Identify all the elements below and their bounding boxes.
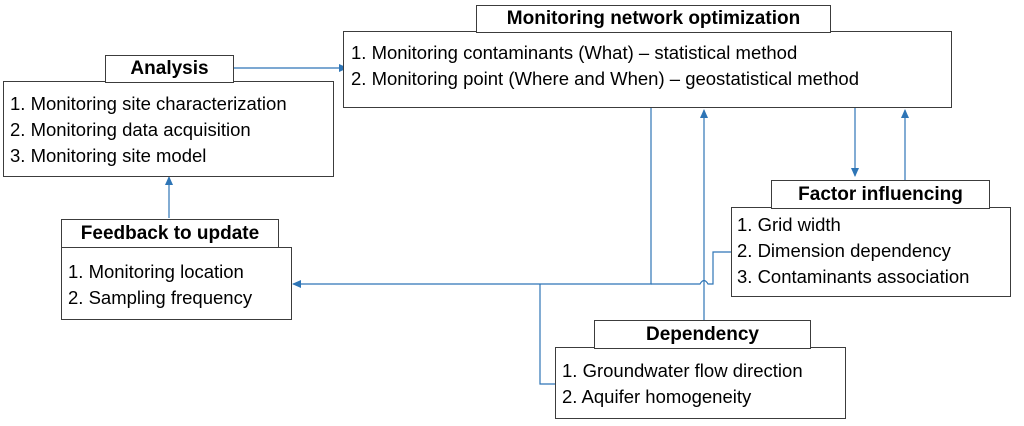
monitoring-network-title: Monitoring network optimization <box>476 5 831 33</box>
factor-box: 1. Grid width 2. Dimension dependency 3.… <box>731 207 1011 297</box>
line-dependency-branch <box>539 284 557 385</box>
feedback-box: 1. Monitoring location 2. Sampling frequ… <box>61 247 292 320</box>
analysis-item-1: 1. Monitoring site characterization <box>10 93 287 114</box>
factor-item-2: 2. Dimension dependency <box>737 240 951 261</box>
analysis-item-2: 2. Monitoring data acquisition <box>10 119 251 140</box>
line-factor-to-feedback <box>651 251 732 285</box>
monitoring-network-item-1: 1. Monitoring contaminants (What) – stat… <box>351 42 798 63</box>
dependency-item-1: 1. Groundwater flow direction <box>562 360 803 381</box>
dependency-title: Dependency <box>594 320 811 349</box>
dependency-item-2: 2. Aquifer homogeneity <box>562 386 752 407</box>
factor-title: Factor influencing <box>771 180 990 209</box>
feedback-title: Feedback to update <box>61 219 279 248</box>
analysis-box: 1. Monitoring site characterization 2. M… <box>3 81 334 177</box>
feedback-item-1: 1. Monitoring location <box>68 261 244 282</box>
dependency-box: 1. Groundwater flow direction 2. Aquifer… <box>555 347 846 419</box>
analysis-title: Analysis <box>105 55 234 83</box>
factor-item-1: 1. Grid width <box>737 214 841 235</box>
monitoring-network-box: 1. Monitoring contaminants (What) – stat… <box>343 31 952 108</box>
arrow-network-to-feedback <box>292 107 652 288</box>
feedback-item-2: 2. Sampling frequency <box>68 287 253 308</box>
factor-item-3: 3. Contaminants association <box>737 266 970 287</box>
analysis-item-3: 3. Monitoring site model <box>10 145 207 166</box>
monitoring-network-item-2: 2. Monitoring point (Where and When) – g… <box>351 68 859 89</box>
